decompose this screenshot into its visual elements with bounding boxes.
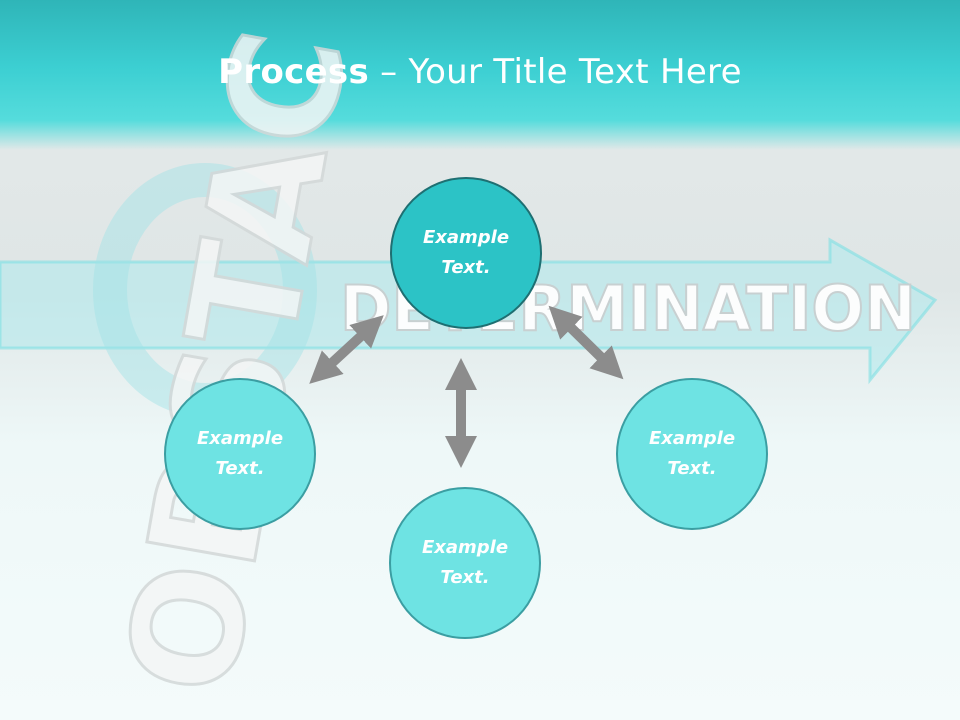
title-rest-part: – Your Title Text Here [369, 52, 742, 92]
node-right-label: Example Text. [648, 428, 736, 479]
header-band [0, 0, 960, 150]
node-left: Example Text. [164, 378, 316, 530]
slide-title: Process – Your Title Text Here [0, 52, 960, 92]
node-bottom-label: Example Text. [421, 537, 509, 588]
node-top-label: Example Text. [422, 227, 510, 278]
arrow-top-left [309, 315, 384, 384]
title-bold-part: Process [218, 52, 370, 92]
node-right: Example Text. [616, 378, 768, 530]
arrow-top-right [548, 305, 624, 380]
node-top: Example Text. [390, 177, 542, 329]
node-bottom: Example Text. [389, 487, 541, 639]
node-left-label: Example Text. [196, 428, 284, 479]
